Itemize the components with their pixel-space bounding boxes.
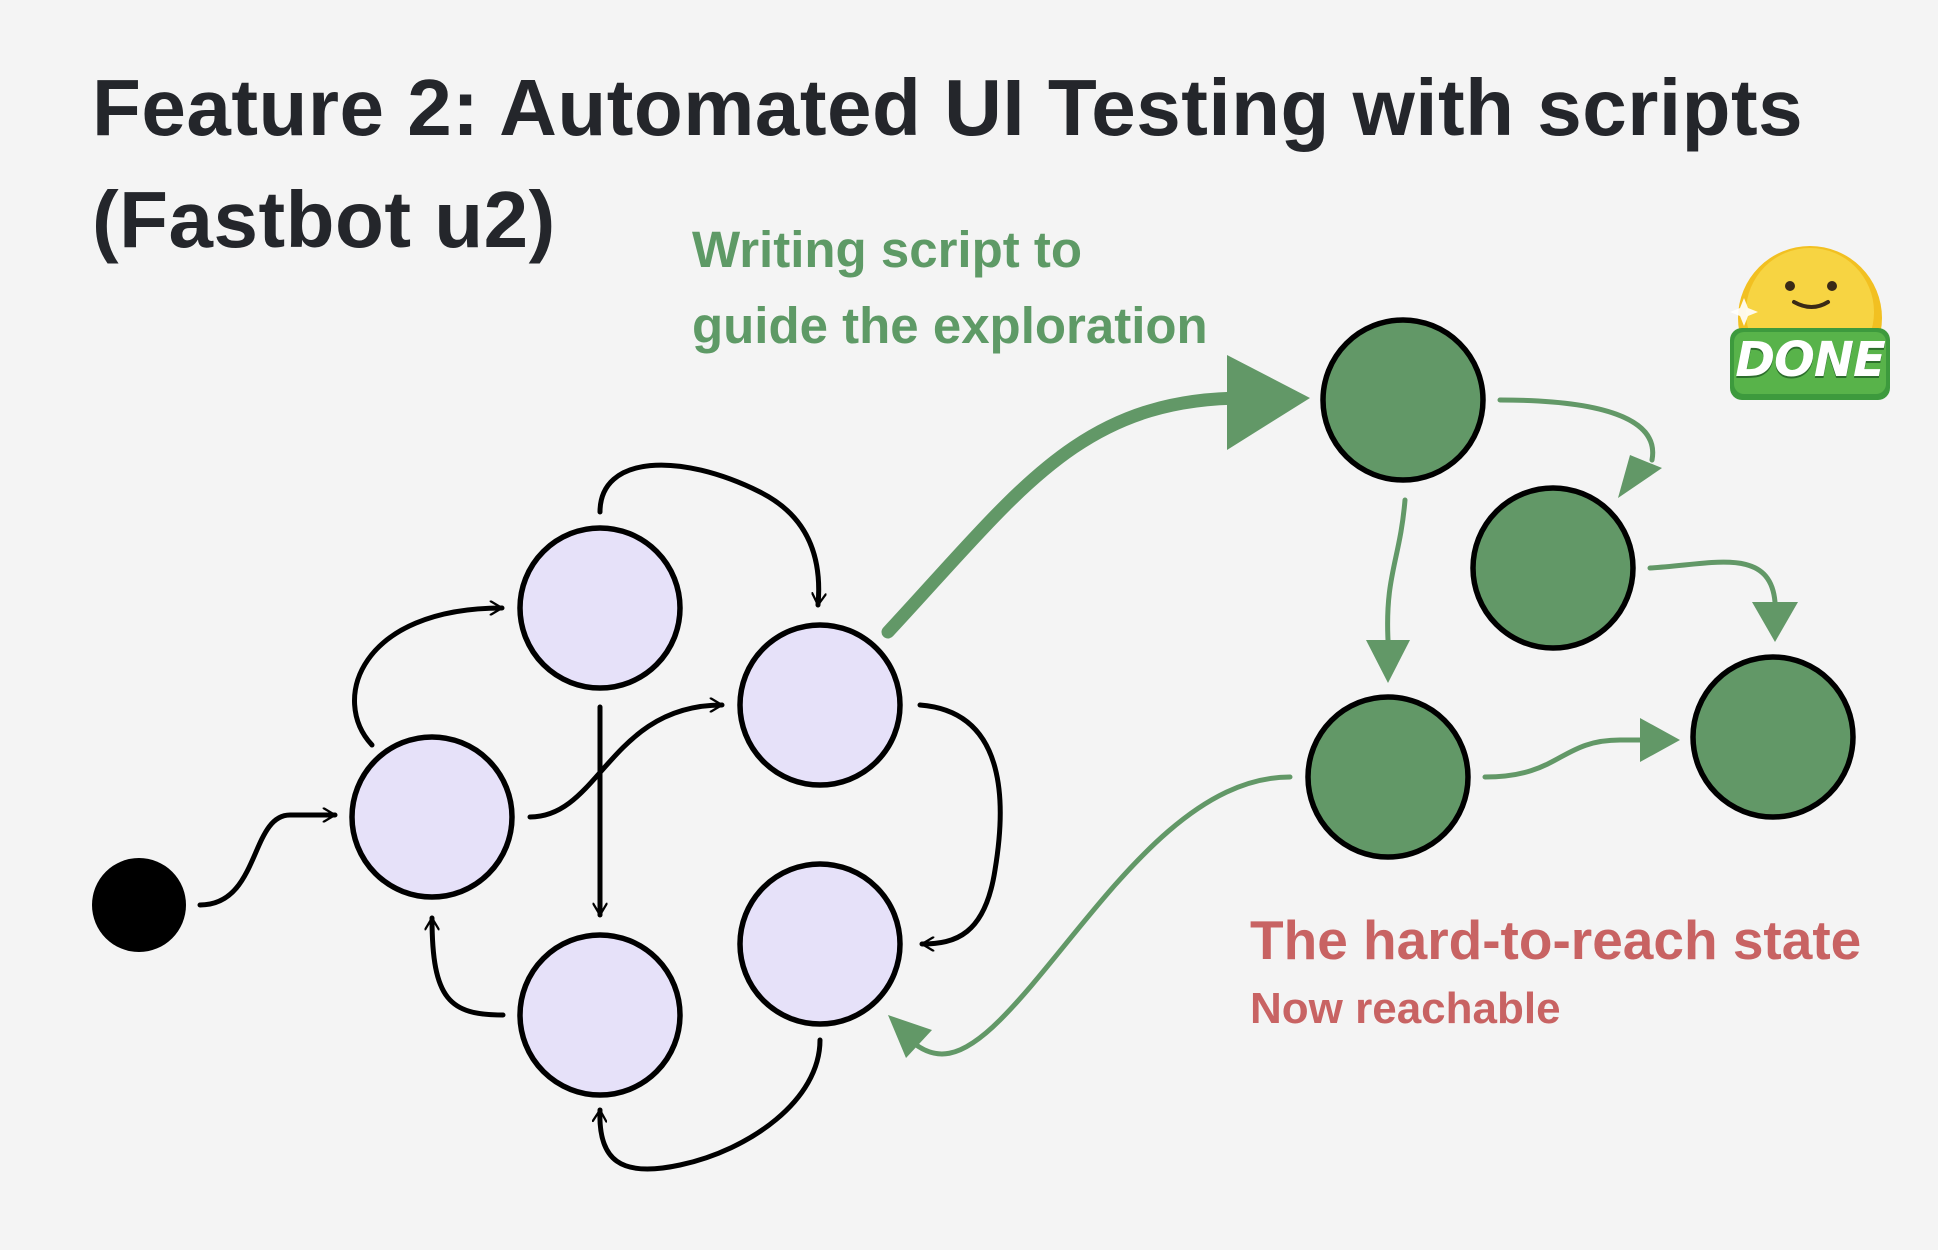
- start-state-node: [92, 858, 186, 952]
- state-node-s2: [517, 525, 683, 691]
- exploration-edges: [197, 462, 1003, 1172]
- edge-g1-to-g2: [1497, 397, 1656, 463]
- state-node-s4: [517, 932, 683, 1098]
- explored-states: [349, 525, 903, 1098]
- done-sticker-icon: DONE: [1728, 246, 1892, 404]
- scripted-edge-heads: [888, 355, 1798, 1058]
- g1-g3-arrowhead: [1366, 640, 1410, 683]
- state-node-g3: [1305, 694, 1471, 860]
- edge-s1-to-s2: [352, 608, 505, 748]
- state-node-s3: [737, 622, 903, 788]
- script-note-line-1: Writing script to: [692, 221, 1083, 278]
- g1-g2-arrowhead: [1618, 455, 1662, 498]
- script-path-arrowhead: [1227, 355, 1310, 450]
- edge-g3-to-g4: [1482, 737, 1645, 780]
- edge-s1-to-s3: [527, 705, 725, 820]
- hard-state-label: The hard-to-reach state: [1250, 909, 1862, 971]
- state-node-g2: [1470, 485, 1636, 651]
- g2-g4-arrowhead: [1752, 602, 1798, 642]
- g3-g4-arrowhead: [1640, 718, 1680, 762]
- return-arrowhead: [888, 1015, 932, 1058]
- page-title: Feature 2: Automated UI Testing with scr…: [92, 52, 1852, 276]
- edge-s4-to-s1: [432, 915, 506, 1018]
- state-node-g1: [1320, 317, 1486, 483]
- state-node-g4: [1690, 654, 1856, 820]
- script-note-line-2: guide the exploration: [692, 297, 1208, 354]
- scripted-edges: [881, 391, 1778, 1057]
- script-guidance-path: [881, 391, 1252, 639]
- state-node-s5: [737, 861, 903, 1027]
- edge-s3-to-s5: [917, 702, 1003, 944]
- hard-state-sublabel: Now reachable: [1250, 984, 1561, 1033]
- edge-s5-to-s4: [600, 1037, 823, 1172]
- title-line-1: Feature 2: Automated UI Testing with scr…: [92, 63, 1804, 152]
- scripted-states: [1305, 317, 1856, 860]
- edge-s2-to-s3-arc: [597, 462, 819, 608]
- script-guidance-note: Writing script to guide the exploration: [692, 212, 1208, 364]
- edge-s5-return-from-g3: [907, 774, 1293, 1057]
- edge-start-to-s1: [197, 815, 338, 908]
- title-line-2: (Fastbot u2): [92, 175, 556, 264]
- edge-g2-to-g4: [1647, 559, 1778, 605]
- edge-g1-to-g3: [1385, 497, 1408, 643]
- done-label: DONE: [1735, 332, 1886, 388]
- state-node-s1: [349, 734, 515, 900]
